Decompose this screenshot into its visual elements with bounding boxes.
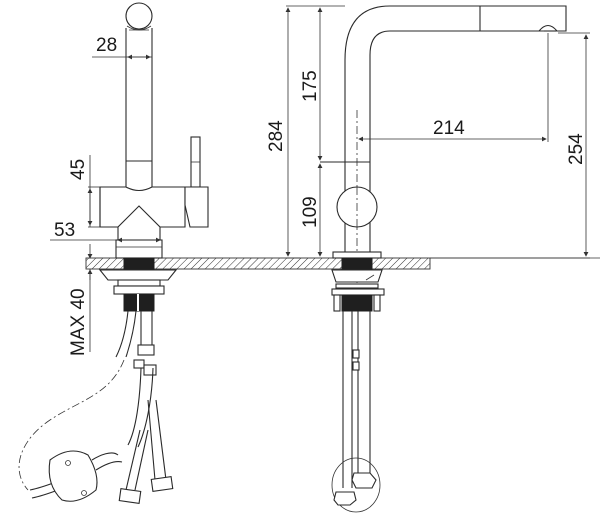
dim-body-height: 45 xyxy=(68,159,89,180)
hose-swing-path xyxy=(18,359,125,491)
hose-loop xyxy=(331,457,381,513)
base-collar xyxy=(115,239,163,259)
dim-spout-reach: 214 xyxy=(433,118,465,139)
dim-total-height: 284 xyxy=(266,120,287,152)
dim-base-diameter: 53 xyxy=(54,220,75,241)
dim-outlet-height: 254 xyxy=(566,133,587,165)
aerator xyxy=(537,24,559,32)
side-view: 28 45 53 MAX 40 xyxy=(18,2,209,504)
dim-max-deck-thickness: MAX 40 xyxy=(68,288,89,356)
dim-upper-height: 175 xyxy=(300,70,321,102)
dim-lower-height: 109 xyxy=(300,196,321,228)
spout-head xyxy=(125,2,153,30)
dim-spout-diameter: 28 xyxy=(96,35,117,56)
front-view: 284 175 109 214 254 xyxy=(266,5,590,513)
filter-cartridge xyxy=(48,450,98,502)
